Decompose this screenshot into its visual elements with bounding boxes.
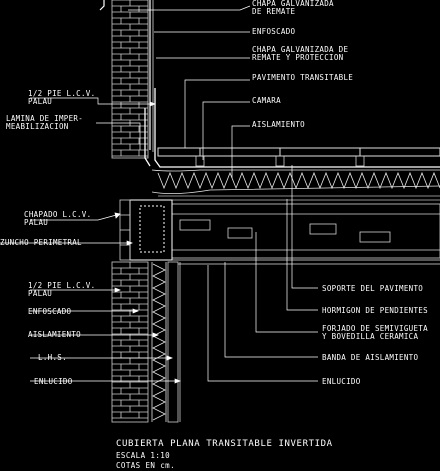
beam-veneer (119, 199, 131, 261)
labels-left: 1/2 PIE L.C.V. PALAU LAMINA DE IMPER- ME… (0, 89, 100, 386)
drawing-title: CUBIERTA PLANA TRANSITABLE INVERTIDA (116, 439, 333, 449)
pavement-supports (195, 155, 365, 167)
label-render-left: ENFOSCADO (28, 307, 72, 316)
label-wall-insulation: AISLAMIENTO (28, 330, 81, 339)
labels-right: CHAPA GALVANIZADA DE REMATE ENFOSCADO CH… (252, 0, 433, 386)
label-pavement-support: SOPORTE DEL PAVIMENTO (322, 284, 423, 293)
label-air-chamber: CAMARA (252, 96, 281, 105)
leader-lines (0, 5, 318, 384)
title-block: CUBIERTA PLANA TRANSITABLE INVERTIDA ESC… (116, 439, 333, 470)
roof-insulation (151, 169, 440, 194)
label-insulation: AISLAMIENTO (252, 120, 305, 129)
coping-flashing (99, 0, 151, 150)
label-insulation-band: BANDA DE AISLAMIENTO (322, 353, 418, 362)
wall-insulation (151, 262, 167, 422)
label-perimeter-beam: ZUNCHO PERIMETRAL (0, 238, 82, 247)
label-slope-concrete: HORMIGON DE PENDIENTES (322, 306, 428, 315)
label-walkable-paving: PAVIMENTO TRANSITABLE (252, 73, 353, 82)
label-beam-veneer: CHAPADO L.C.V. PALAU (24, 210, 96, 227)
label-hollow-brick: L.H.S. (38, 353, 67, 362)
label-parapet-brick: 1/2 PIE L.C.V. PALAU (28, 89, 100, 106)
label-render: ENFOSCADO (252, 27, 296, 36)
label-plaster-left: ENLUCIDO (34, 377, 73, 386)
parapet-brick-wall (111, 0, 149, 159)
drawing-units-note: COTAS EN cm. (116, 461, 175, 470)
inner-hollow-brick (167, 261, 181, 423)
label-plaster-right: ENLUCIDO (322, 377, 361, 386)
label-waterproof-membrane: LAMINA DE IMPER- MEABILIZACION (6, 114, 88, 131)
slope-concrete (158, 195, 440, 201)
label-lower-brick: 1/2 PIE L.C.V. PALAU (28, 281, 100, 298)
label-protection-flashing: CHAPA GALVANIZADA DE REMATE Y PROTECCION (252, 45, 353, 62)
ceiling-plaster (172, 259, 440, 265)
drawing-scale: ESCALA 1:10 (116, 451, 170, 460)
label-slab: FORJADO DE SEMIVIGUETA Y BOVEDILLA CERAM… (322, 324, 433, 341)
walkable-paving (157, 147, 440, 157)
label-coping-flashing: CHAPA GALVANIZADA DE REMATE (252, 0, 339, 16)
waterproof-membrane (144, 88, 440, 168)
